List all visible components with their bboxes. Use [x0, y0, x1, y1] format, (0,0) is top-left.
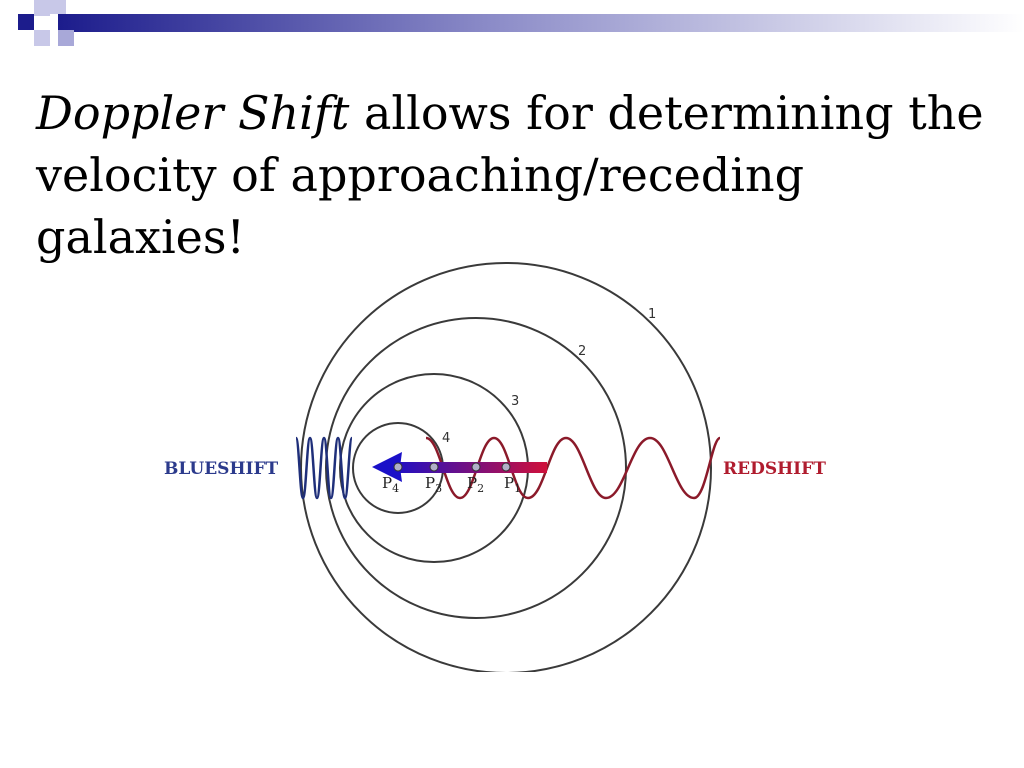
redshift-wave: [425, 436, 722, 500]
corner-decoration: [18, 0, 1024, 46]
point-label-1: P1: [504, 474, 521, 495]
motion-arrow-head: [372, 452, 402, 482]
deco-square-light-2: [50, 0, 66, 14]
wavefront-number-1: 1: [648, 307, 656, 322]
doppler-diagram: 1 2 3 4 P4 P3 P2 P1 BLUESHIFT REDSHIFT: [150, 262, 850, 672]
wavefront-circle-1: [300, 262, 712, 672]
deco-square-light-1: [34, 0, 50, 16]
deco-square-mid: [58, 30, 74, 46]
slide-title: Doppler Shift allows for determining the…: [36, 82, 1006, 268]
wavefront-number-4: 4: [442, 431, 450, 446]
wavefront-circle-2: [325, 317, 627, 619]
point-label-3: P3: [425, 474, 442, 495]
source-point-2: [471, 462, 481, 472]
redshift-label: REDSHIFT: [723, 459, 826, 479]
point-label-2: P2: [467, 474, 484, 495]
blueshift-wave: [294, 436, 354, 500]
deco-square-light-3: [34, 30, 50, 46]
source-point-3: [429, 462, 439, 472]
source-point-1: [501, 462, 511, 472]
deco-bar: [58, 14, 1024, 32]
blueshift-label: BLUESHIFT: [164, 459, 279, 479]
point-label-4: P4: [382, 474, 399, 495]
deco-square-dark: [18, 14, 34, 30]
title-italic-term: Doppler Shift: [36, 86, 350, 140]
doppler-svg: 1 2 3 4 P4 P3 P2 P1 BLUESHIFT REDSHIFT: [164, 262, 826, 672]
wavefront-number-3: 3: [511, 394, 519, 409]
motion-arrow-shaft: [392, 462, 547, 473]
source-point-4: [393, 462, 403, 472]
title-rest: allows for determining the velocity of a…: [36, 86, 984, 264]
wavefront-number-2: 2: [578, 344, 586, 359]
